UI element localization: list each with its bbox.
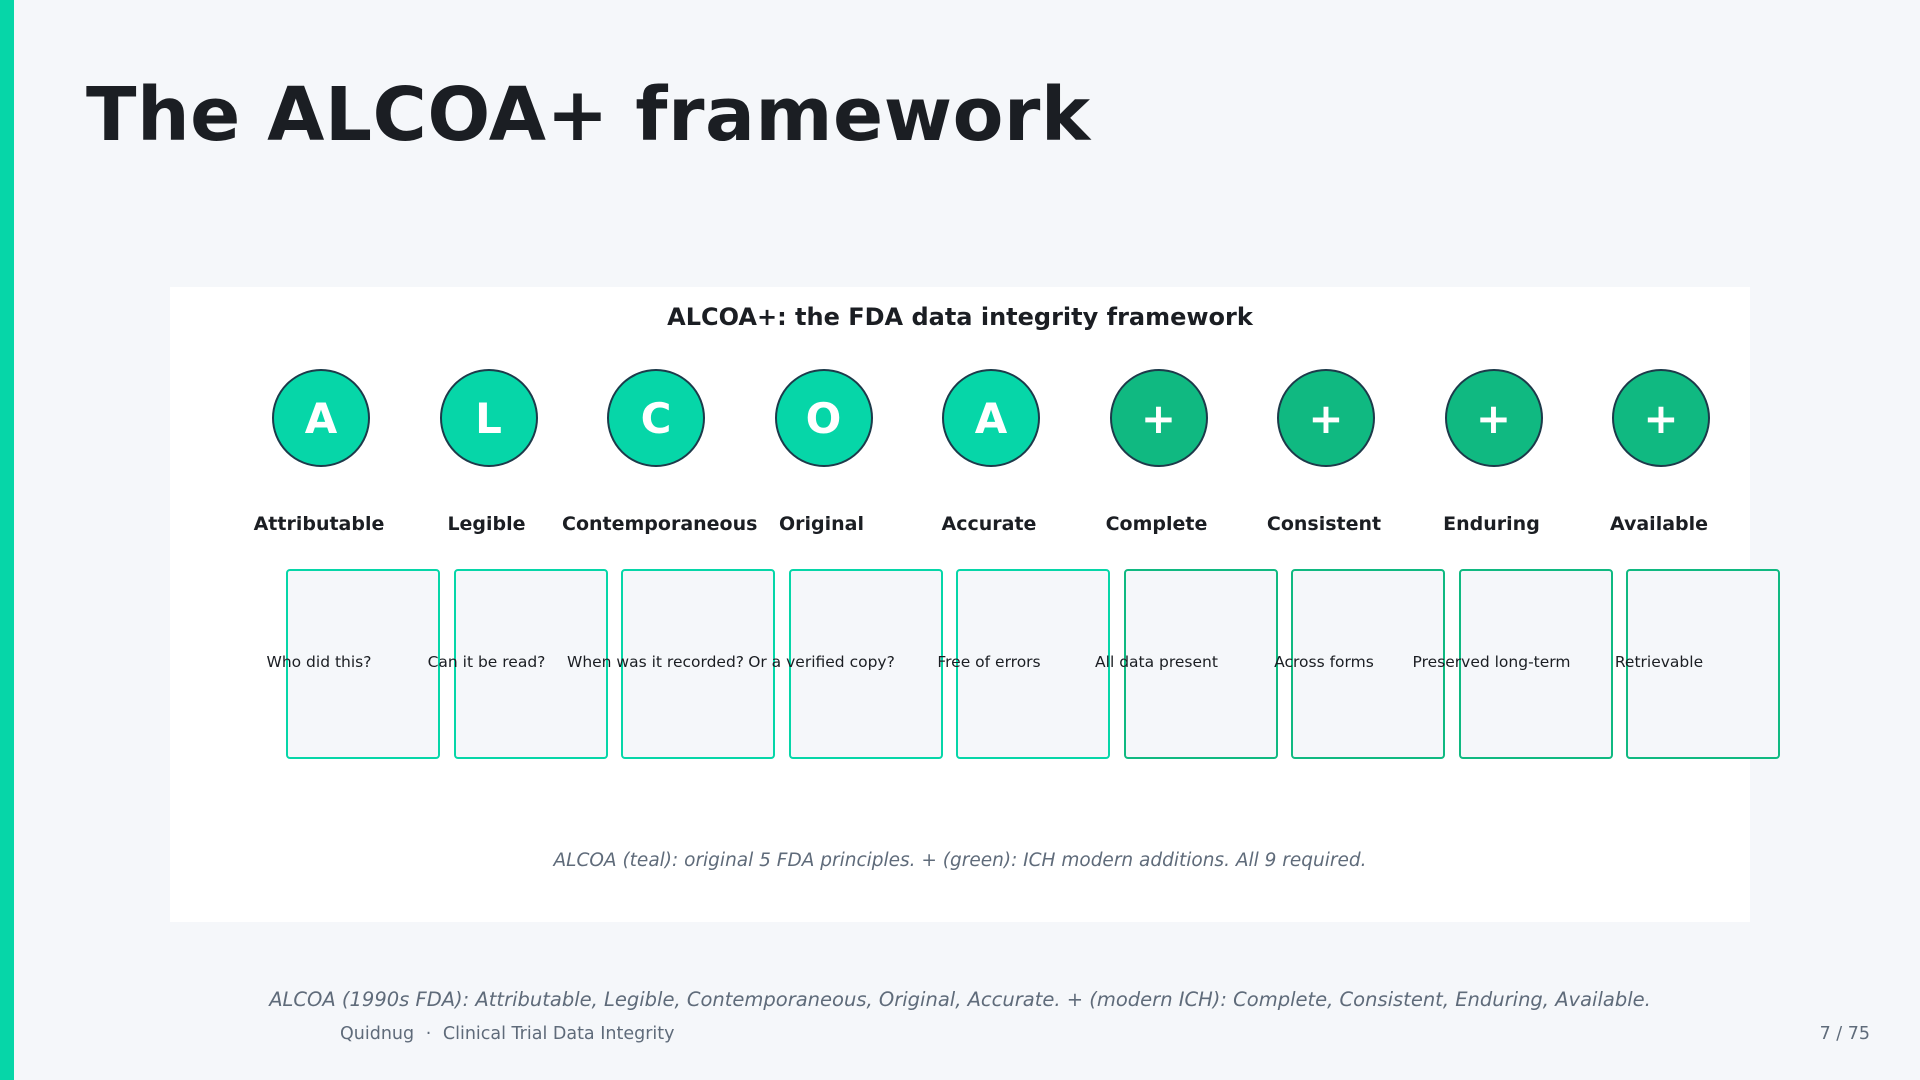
diagram-title: ALCOA+: the FDA data integrity framework — [667, 303, 1253, 331]
principle-card — [1291, 569, 1445, 759]
principle-name: Original — [778, 513, 864, 535]
principle-question: When was it recorded? — [567, 653, 745, 671]
principle-letter-badge: C — [607, 369, 705, 467]
principle-card — [1123, 569, 1278, 759]
principle-question: Can it be read? — [427, 653, 546, 671]
principle-letter-badge: + — [1109, 369, 1208, 467]
footer-brand: Quidnug — [340, 1024, 415, 1044]
principle-name: Accurate — [941, 513, 1037, 535]
footer-separator: · — [425, 1024, 432, 1044]
alcoa-diagram: ALCOA+: the FDA data integrity framework… — [170, 287, 1780, 922]
principle-question: Free of errors — [937, 653, 1041, 671]
principle-question: Or a verified copy? — [748, 653, 895, 671]
principle-letter-badge: O — [774, 369, 873, 467]
principle-card — [956, 569, 1110, 759]
principle-card — [453, 569, 608, 759]
principle-name: Complete — [1105, 513, 1208, 535]
principle-letter-badge: + — [1612, 369, 1710, 467]
principle-letter-badge: A — [942, 369, 1040, 467]
principle-name: Legible — [447, 513, 526, 535]
principle-card — [788, 569, 943, 759]
principle-card — [1626, 569, 1780, 759]
principle-card — [621, 569, 775, 759]
principle-name: Enduring — [1443, 513, 1540, 535]
principle-question: Preserved long-term — [1412, 653, 1571, 671]
slide-title: The ALCOA+ framework — [86, 72, 1091, 158]
accent-bar — [0, 0, 14, 1080]
principle-question: Who did this? — [266, 653, 372, 671]
principle-question: Retrievable — [1614, 653, 1704, 671]
principle-letter-badge: + — [1277, 369, 1375, 467]
principle-name: Available — [1609, 513, 1709, 535]
principle-letter-badge: + — [1444, 369, 1543, 467]
principle-letter-badge: A — [272, 369, 370, 467]
page-number: 7 / 75 — [1819, 1024, 1870, 1044]
footer-deck-title: Clinical Trial Data Integrity — [442, 1024, 675, 1044]
principle-name: Attributable — [253, 513, 385, 535]
footer-deck-label: Quidnug · Clinical Trial Data Integrity — [340, 1024, 674, 1044]
principle-question: Across forms — [1274, 653, 1374, 671]
principle-letter-badge: L — [439, 369, 538, 467]
slide-note: ALCOA (1990s FDA): Attributable, Legible… — [269, 988, 1651, 1011]
principle-card — [1458, 569, 1613, 759]
diagram-caption: ALCOA (teal): original 5 FDA principles.… — [553, 850, 1367, 871]
principle-original: O Original Or a verified copy? — [740, 287, 943, 922]
principle-card — [286, 569, 440, 759]
principle-name: Consistent — [1266, 513, 1382, 535]
principle-question: All data present — [1095, 653, 1218, 671]
principle-name: Contemporaneous — [562, 513, 758, 535]
